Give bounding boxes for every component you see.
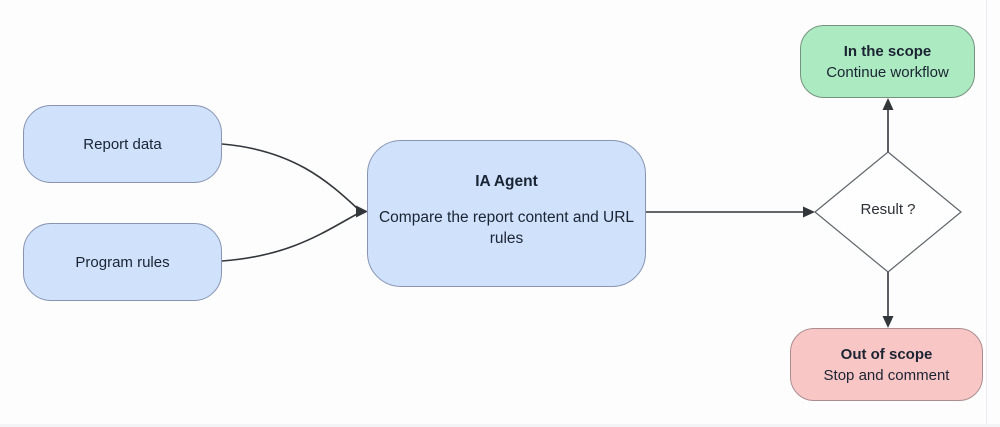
arrowhead-into-result-icon: [803, 206, 815, 218]
node-out-scope-title: Out of scope: [840, 345, 933, 363]
edge-program-rules-to-ia-agent: [221, 212, 360, 262]
node-out-scope[interactable]: Out of scope Stop and comment: [790, 328, 983, 401]
node-report-data-label: Report data: [83, 135, 162, 153]
node-ia-agent-description: Compare the report content and URL rules: [378, 209, 635, 247]
node-report-data[interactable]: Report data: [23, 105, 222, 183]
arrowhead-into-out-scope-icon: [882, 316, 894, 328]
canvas-bottom-edge: [0, 424, 1000, 427]
node-ia-agent-title: IA Agent: [475, 173, 538, 190]
node-in-scope-title: In the scope: [843, 42, 932, 60]
result-diamond-shape[interactable]: [814, 151, 962, 273]
node-program-rules[interactable]: Program rules: [23, 223, 222, 301]
node-in-scope[interactable]: In the scope Continue workflow: [800, 25, 975, 98]
node-program-rules-label: Program rules: [75, 253, 170, 271]
arrowhead-into-in-scope-icon: [882, 98, 894, 110]
node-result-label: Result ?: [860, 201, 916, 218]
node-ia-agent[interactable]: IA Agent Compare the report content and …: [367, 140, 646, 287]
node-in-scope-subtitle: Continue workflow: [826, 63, 949, 81]
canvas-right-edge: [986, 0, 987, 427]
edge-report-data-to-ia-agent: [221, 143, 360, 211]
node-out-scope-subtitle: Stop and comment: [823, 366, 950, 384]
arrowhead-into-ia-agent-icon: [356, 205, 368, 218]
